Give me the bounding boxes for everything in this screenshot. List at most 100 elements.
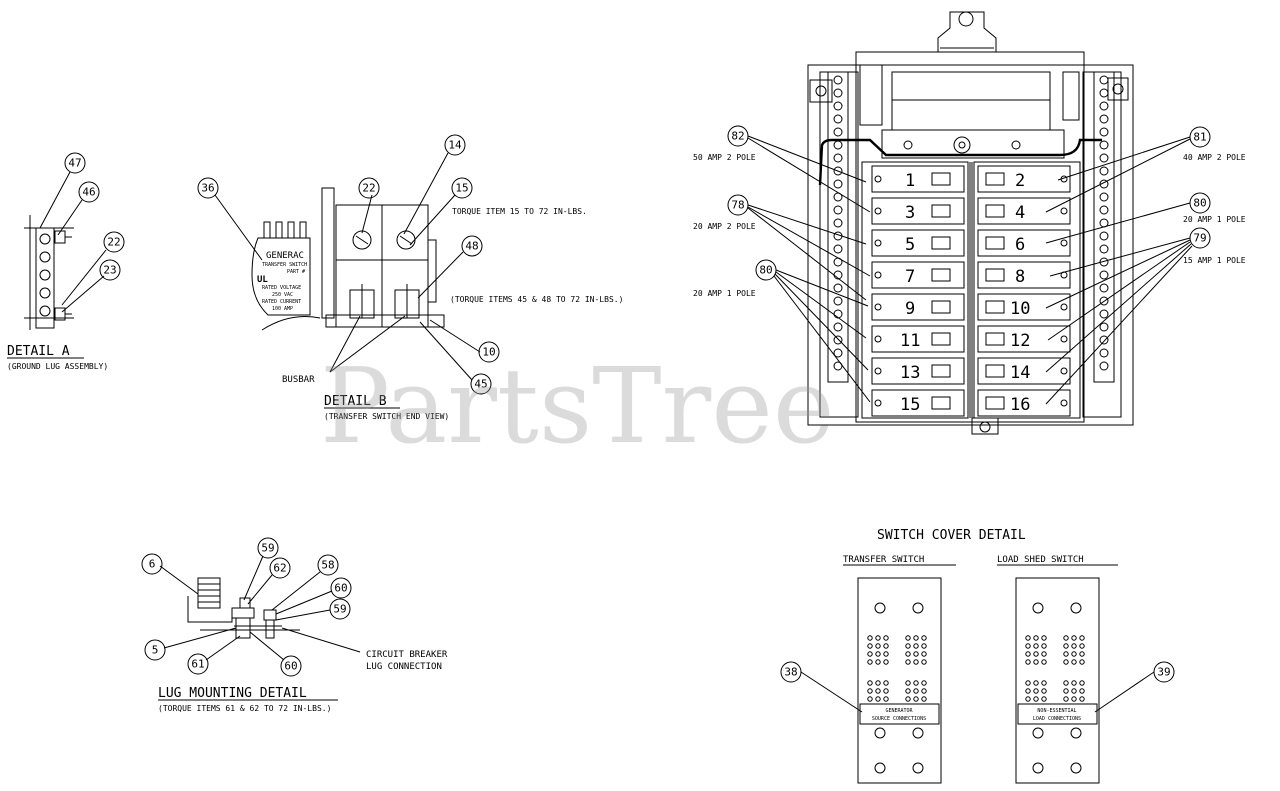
terminal-screw: [833, 218, 843, 228]
switch-label-line-4: RATED VOLTAGE: [262, 285, 301, 291]
vent-hole: [1071, 635, 1077, 641]
callout-47: 47: [68, 157, 81, 170]
mount-hole: [874, 727, 886, 739]
breaker-toggle-right: [985, 268, 1005, 282]
vent-hole: [913, 635, 919, 641]
vent-hole: [883, 643, 889, 649]
callout-23: 23: [103, 264, 116, 277]
vent-hole: [1079, 688, 1085, 694]
breaker-toggle-right: [985, 396, 1005, 410]
breaker-13: 13: [900, 363, 920, 383]
breaker-toggle-left: [931, 332, 951, 346]
detail-a: 47 46 22 23 DETAIL A (GROUND LUG ASSEMBL…: [7, 152, 125, 371]
vent-hole: [921, 696, 927, 702]
callout-60: 60: [334, 582, 347, 595]
callout-22: 22: [362, 182, 375, 195]
vent-hole: [875, 659, 881, 665]
breaker-screw-left: [874, 239, 882, 247]
terminal-screw: [833, 348, 843, 358]
mount-hole: [912, 602, 924, 614]
terminal-screw: [1099, 270, 1109, 280]
breaker-toggle-left: [931, 364, 951, 378]
vent-hole: [1033, 659, 1039, 665]
vent-hole: [1063, 680, 1069, 686]
vent-hole: [1079, 651, 1085, 657]
vent-hole: [1079, 659, 1085, 665]
terminal-screw: [1099, 322, 1109, 332]
breaker-screw-left: [874, 399, 882, 407]
vent-hole: [1025, 635, 1031, 641]
breaker-toggle-left: [931, 268, 951, 282]
terminal-screw: [1099, 75, 1109, 85]
breaker-toggle-left: [931, 172, 951, 186]
torque-note-45-48: (TORQUE ITEMS 45 & 48 TO 72 IN-LBS.): [450, 295, 623, 304]
rating-20-amp-1-pole-left: 20 AMP 1 POLE: [693, 289, 756, 298]
breaker-screw-left: [874, 175, 882, 183]
terminal-screw: [1099, 283, 1109, 293]
breaker-slot-left: [871, 293, 965, 321]
lug-note-line-1: CIRCUIT BREAKER: [366, 650, 448, 660]
breaker-screw-right: [1060, 303, 1068, 311]
breaker-screw-right: [1060, 367, 1068, 375]
breaker-toggle-left: [931, 396, 951, 410]
vent-hole: [905, 680, 911, 686]
terminal-screw: [1099, 192, 1109, 202]
terminal-screw: [1099, 127, 1109, 137]
terminal-screw: [833, 166, 843, 176]
callout-62: 62: [273, 562, 286, 575]
detail-a-title: DETAIL A: [7, 344, 70, 359]
breaker-toggle-left: [931, 300, 951, 314]
vent-hole: [875, 696, 881, 702]
breaker-toggle-right: [985, 172, 1005, 186]
breaker-screw-right: [1060, 239, 1068, 247]
breaker-slot-right: [977, 165, 1071, 193]
breaker-slot-left: [871, 389, 965, 417]
terminal-screw: [833, 140, 843, 150]
mount-hole: [912, 727, 924, 739]
vent-hole: [1079, 696, 1085, 702]
terminal-screw: [1099, 114, 1109, 124]
vent-hole: [1071, 688, 1077, 694]
breaker-2: 2: [1015, 171, 1025, 191]
breaker-8: 8: [1015, 267, 1025, 287]
breaker-screw-right: [1060, 207, 1068, 215]
vent-hole: [875, 680, 881, 686]
watermark: PartsTree: [320, 345, 834, 467]
vent-hole: [1025, 688, 1031, 694]
callout-81: 81: [1193, 131, 1206, 144]
vent-hole: [875, 688, 881, 694]
lug-mounting-detail: 6 59 62 58 60 59 5 61 60 CIRCUIT BREAKER…: [141, 537, 448, 713]
callout-58: 58: [321, 559, 334, 572]
mount-hole: [1032, 602, 1044, 614]
breaker-slot-right: [977, 229, 1071, 257]
mount-hole: [912, 762, 924, 774]
terminal-screw: [833, 153, 843, 163]
vent-hole: [1041, 688, 1047, 694]
vent-hole: [1063, 651, 1069, 657]
rating-50-amp-2-pole: 50 AMP 2 POLE: [693, 153, 756, 162]
neutral-terminal-bar-left: [833, 75, 843, 371]
terminal-screw: [1099, 361, 1109, 371]
switch-label-line-2: TRANSFER SWITCH: [262, 262, 307, 268]
vent-hole: [867, 635, 873, 641]
breaker-slot-left: [871, 325, 965, 353]
vent-hole: [905, 651, 911, 657]
vent-hole: [1071, 659, 1077, 665]
breaker-6: 6: [1015, 235, 1025, 255]
breaker-toggle-right: [985, 364, 1005, 378]
breaker-toggle-left: [931, 204, 951, 218]
generator-label-line-1: GENERATOR: [885, 708, 913, 714]
terminal-screw: [833, 179, 843, 189]
terminal-screw: [1099, 101, 1109, 111]
switch-label-line-5: 250 VAC: [272, 292, 293, 298]
busbar-label: BUSBAR: [282, 375, 315, 385]
vent-hole: [1033, 696, 1039, 702]
non-essential-label-line-1: NON-ESSENTIAL: [1037, 708, 1076, 714]
breaker-toggle-right: [985, 204, 1005, 218]
callout-22: 22: [107, 236, 120, 249]
vent-hole: [1063, 635, 1069, 641]
switch-cover-title: SWITCH COVER DETAIL: [877, 528, 1026, 543]
mount-hole: [1032, 762, 1044, 774]
callout-6: 6: [149, 558, 156, 571]
vent-hole: [1041, 643, 1047, 649]
